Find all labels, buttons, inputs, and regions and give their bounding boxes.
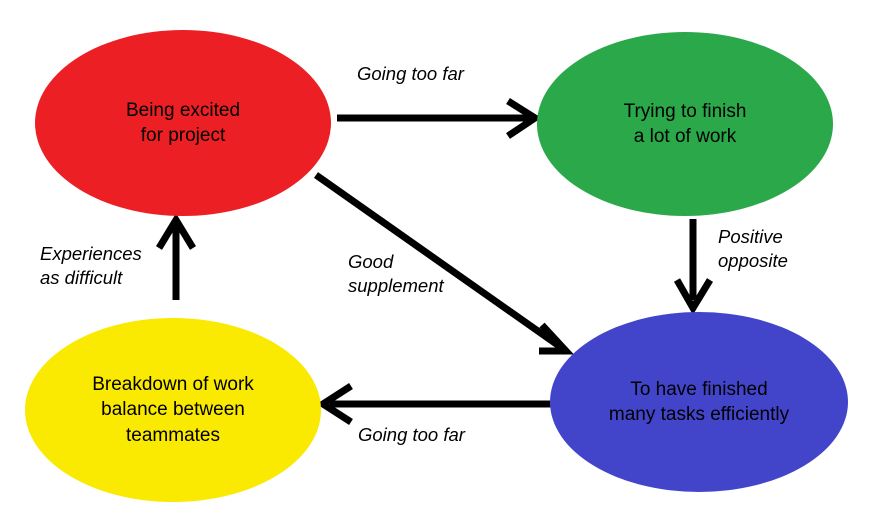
node-excited[interactable]: Being excited for project xyxy=(35,30,331,216)
node-breakdown[interactable]: Breakdown of work balance between teamma… xyxy=(25,318,321,502)
arrow-excited-to-finish-work xyxy=(337,98,542,139)
node-breakdown-label: Breakdown of work balance between teamma… xyxy=(92,374,254,446)
node-finish-work-label: Trying to finish a lot of work xyxy=(623,100,747,147)
node-finish-work[interactable]: Trying to finish a lot of work xyxy=(537,32,833,216)
edge-label-good-supplement: Good supplement xyxy=(348,251,444,297)
arrow-finished-tasks-to-breakdown xyxy=(316,383,551,425)
node-excited-label: Being excited for project xyxy=(125,99,241,146)
arrow-finish-work-to-finished-tasks xyxy=(673,219,713,315)
edge-label-going-too-far-top: Going too far xyxy=(357,63,464,84)
edge-label-going-too-far-bottom: Going too far xyxy=(358,424,465,445)
arrow-breakdown-to-excited xyxy=(156,213,196,300)
node-finished-tasks-label: To have finished many tasks efficiently xyxy=(608,378,790,425)
node-finished-tasks[interactable]: To have finished many tasks efficiently xyxy=(550,312,848,492)
edge-label-positive-opposite: Positive opposite xyxy=(718,226,788,272)
edge-label-experiences-as-difficult: Experiences as difficult xyxy=(40,243,142,289)
